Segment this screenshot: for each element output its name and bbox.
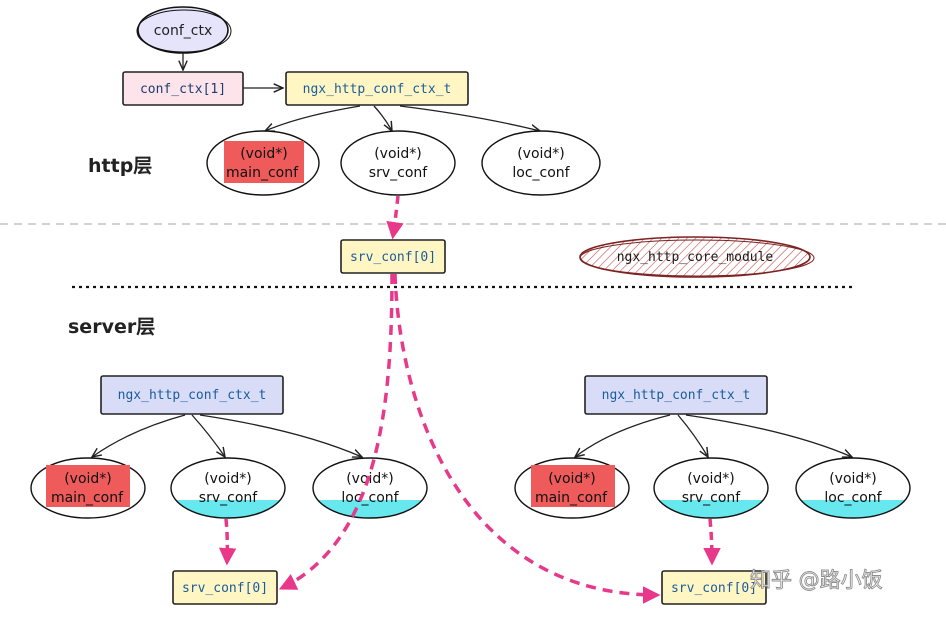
srv1-loc-conf-label: loc_conf (341, 490, 399, 506)
http-main-conf-node: (void*) main_conf (206, 130, 320, 196)
srv1-srv-conf-node: (void*) srv_conf (170, 457, 286, 519)
srv1-main-conf-node: (void*) main_conf (30, 457, 146, 519)
top-srv-conf-to-srv2-srv-conf-pink-arrow (393, 273, 661, 604)
http-ctx-box: ngx_http_conf_ctx_t (285, 71, 469, 106)
srv1-main-void-label: (void*) (64, 471, 112, 487)
srv2-ctx-to-srv-arrow (677, 414, 708, 457)
conf-ctx-label: conf_ctx (154, 23, 213, 39)
srv1-ctx-label: ngx_http_conf_ctx_t (118, 388, 267, 403)
srv1-ctx-to-srv-arrow (191, 414, 225, 457)
http-ctx-to-main-arrow (265, 105, 361, 131)
srv1-ctx-box: ngx_http_conf_ctx_t (100, 375, 284, 415)
srv1-loc-void-label: (void*) (346, 471, 394, 487)
conf-ctx-1-label: conf_ctx[1] (140, 82, 226, 97)
srv2-srv-conf-label: srv_conf (682, 490, 741, 506)
srv2-ctx-to-loc-arrow (685, 414, 852, 457)
srv1-srv-to-srv-conf-pink-arrow (218, 518, 237, 566)
srv2-ctx-label: ngx_http_conf_ctx_t (602, 388, 751, 403)
srv2-main-conf-label: main_conf (535, 490, 608, 506)
http-srv-conf-node: (void*) srv_conf (340, 130, 456, 196)
http-main-conf-label: main_conf (226, 165, 299, 181)
srv2-srv-void-label: (void*) (687, 471, 735, 487)
core-module-node: ngx_http_core_module (579, 236, 815, 278)
srv1-srv-conf-0-label: srv_conf[0] (182, 581, 268, 596)
srv1-ctx-to-loc-arrow (199, 414, 362, 457)
srv-conf-0-top-box: srv_conf[0] (340, 239, 446, 274)
core-module-label: ngx_http_core_module (617, 250, 774, 265)
http-loc-conf-label: loc_conf (512, 165, 570, 181)
http-ctx-to-srv-arrow (373, 105, 392, 131)
http-loc-conf-node: (void*) loc_conf (481, 130, 601, 196)
srv1-main-conf-label: main_conf (51, 490, 124, 506)
srv1-srv-conf-0-box: srv_conf[0] (172, 570, 278, 605)
http-srv-to-srv-conf-pink-arrow (386, 195, 404, 240)
http-ctx-label: ngx_http_conf_ctx_t (303, 82, 452, 97)
srv2-ctx-to-main-arrow (575, 414, 671, 457)
srv-conf-0-top-label: srv_conf[0] (350, 250, 436, 265)
srv2-srv-to-srv-conf-pink-arrow (703, 518, 721, 566)
srv2-srv-conf-node: (void*) srv_conf (653, 457, 769, 519)
http-main-void-label: (void*) (240, 146, 288, 162)
conf-ctx-1-box: conf_ctx[1] (122, 71, 244, 106)
http-ctx-to-loc-arrow (399, 105, 540, 131)
srv2-ctx-box: ngx_http_conf_ctx_t (584, 375, 768, 415)
srv1-srv-conf-label: srv_conf (199, 490, 258, 506)
srv1-srv-void-label: (void*) (204, 471, 252, 487)
server-layer-label: server层 (68, 316, 155, 338)
srv2-srv-conf-0-box: srv_conf[0] (661, 570, 767, 605)
http-srv-conf-label: srv_conf (369, 165, 428, 181)
srv2-main-void-label: (void*) (548, 471, 596, 487)
http-layer-label: http层 (88, 155, 152, 177)
conf-ctx-node: conf_ctx (136, 6, 232, 54)
srv1-ctx-to-main-arrow (92, 414, 186, 457)
srv2-srv-conf-0-label: srv_conf[0] (671, 581, 757, 596)
top-srv-conf-to-srv1-srv-conf-pink-arrow (278, 273, 394, 590)
watermark-text: 知乎 @路小饭 (750, 568, 883, 592)
srv2-main-conf-node: (void*) main_conf (514, 457, 630, 519)
srv2-loc-conf-node: (void*) loc_conf (795, 457, 911, 519)
http-srv-void-label: (void*) (374, 146, 422, 162)
srv2-loc-void-label: (void*) (829, 471, 877, 487)
srv2-loc-conf-label: loc_conf (824, 490, 882, 506)
srv1-loc-conf-node: (void*) loc_conf (312, 457, 428, 519)
http-loc-void-label: (void*) (517, 146, 565, 162)
